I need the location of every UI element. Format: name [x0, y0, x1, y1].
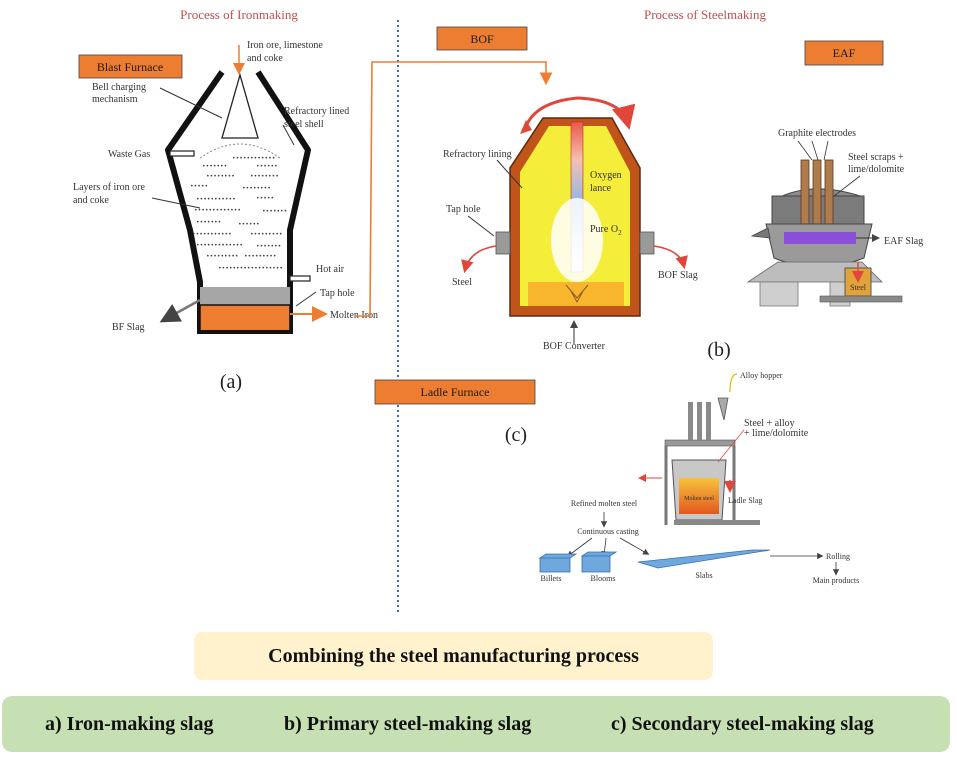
svg-text:•••••: ••••• — [256, 195, 274, 202]
bof-molten-bath — [528, 282, 624, 306]
ladle-alloy-label: Steel + alloy — [744, 418, 795, 429]
tag-eaf — [804, 40, 884, 66]
svg-text:••••••: •••••• — [256, 163, 278, 170]
bf-inputs-label-2: and coke — [247, 53, 283, 64]
bf-waste-gas-label: Waste Gas — [108, 149, 150, 160]
ladle-alloy-label-2: + lime/dolomite — [744, 428, 809, 439]
ladle-hopper-label: Alloy hopper — [740, 371, 783, 380]
svg-text:•••••••••: ••••••••• — [206, 253, 239, 260]
eaf-steel-label: Steel — [850, 283, 867, 292]
tag-eaf-label: EAF — [833, 46, 856, 60]
cast-billets-label: Billets — [541, 574, 562, 583]
bf-bell-label: Bell charging — [92, 82, 146, 93]
svg-text:•••••••••••: ••••••••••• — [196, 196, 236, 203]
bof-rotation-arrow — [522, 96, 636, 133]
bof-oxygen-label: Oxygen — [590, 170, 622, 181]
cast-billets — [538, 553, 578, 573]
ladle-furnace-diagram: Ladle Furnace (c) Alloy hopper Molten st… — [374, 371, 859, 585]
tag-blast-furnace — [78, 54, 183, 79]
svg-text:••••••: •••••• — [238, 221, 260, 228]
bf-ore-layers: •••••••••••• ••••••••••••• •••••••••••••… — [190, 155, 287, 272]
svg-text:•••••••••••: ••••••••••• — [192, 231, 232, 238]
svg-text:•••••••••••••: ••••••••••••• — [196, 242, 243, 249]
eaf-scrap-label: Steel scraps + — [848, 152, 904, 163]
bof-tap-hole-label: Tap hole — [446, 204, 481, 215]
bf-slag-label: BF Slag — [112, 322, 145, 333]
slag-type-c: c) Secondary steel-making slag — [611, 712, 874, 735]
cast-slabs-label: Slabs — [695, 571, 712, 580]
bf-shell-label-2: steel shell — [284, 119, 324, 130]
cast-slabs — [637, 549, 771, 569]
bof-lance-label: lance — [590, 183, 612, 194]
bf-bell — [221, 72, 259, 139]
bf-hot-air-label: Hot air — [316, 264, 345, 275]
slag-type-b: b) Primary steel-making slag — [284, 712, 532, 735]
cast-blooms-label: Blooms — [591, 574, 616, 583]
bf-to-bof-connector — [356, 61, 553, 317]
bf-molten-iron-label: Molten Iron — [330, 310, 378, 321]
ladle-casting-label: Continuous casting — [577, 527, 639, 536]
eaf-electrodes-label: Graphite electrodes — [778, 128, 856, 139]
svg-text:•••••••: ••••••• — [262, 208, 287, 215]
bof-oxygen-jet — [551, 198, 603, 282]
steelmaking-header: Process of Steelmaking — [644, 7, 767, 22]
bof-converter-label: BOF Converter — [543, 341, 606, 352]
svg-text:•••••••••••••: ••••••••••••• — [194, 207, 241, 214]
svg-text:••••••••••••: •••••••••••• — [232, 155, 275, 162]
ladle-refined-label: Refined molten steel — [571, 499, 638, 508]
svg-text:•••••: ••••• — [190, 183, 208, 190]
eaf-vessel — [765, 223, 873, 268]
svg-text:••••••••: •••••••• — [242, 185, 271, 192]
ladle-slag-label: Ladle Slag — [728, 496, 762, 505]
tag-ladle-furnace-label: Ladle Furnace — [421, 385, 490, 399]
caption-c: (c) — [505, 424, 527, 446]
slag-type-a: a) Iron-making slag — [45, 712, 214, 735]
svg-text:•••••••••: ••••••••• — [244, 253, 277, 260]
eaf-scrap-label-2: lime/dolomite — [848, 164, 905, 175]
blast-furnace-diagram: Blast Furnace Iron ore, limestone and co… — [73, 40, 378, 393]
bf-layers-label: Layers of iron ore — [73, 182, 145, 193]
bof-steel-label: Steel — [452, 277, 472, 288]
bof-diagram: BOF Refractory lining Oxygen lance Pure … — [436, 26, 698, 352]
eaf-slag-label: EAF Slag — [884, 236, 923, 247]
svg-text:••••••••: •••••••• — [206, 173, 235, 180]
tag-bof-label: BOF — [470, 32, 494, 46]
tag-bof — [436, 26, 528, 51]
bof-refractory-label: Refractory lining — [443, 149, 512, 160]
bf-shell-label: Refractory lined — [284, 106, 349, 117]
bf-dome — [199, 143, 281, 159]
svg-text:•••••••: ••••••• — [196, 219, 221, 226]
ladle-molten-steel — [679, 478, 719, 514]
eaf-melt — [784, 232, 856, 244]
bf-bell-label-2: mechanism — [92, 94, 138, 105]
svg-text:•••••••••: ••••••••• — [250, 231, 283, 238]
ladle-molten-label: Molten steel — [684, 496, 714, 502]
combined-process-banner: Combining the steel manufacturing proces… — [194, 632, 713, 680]
ironmaking-header: Process of Ironmaking — [180, 7, 298, 22]
tag-ladle-furnace — [374, 379, 536, 405]
cast-blooms — [580, 551, 618, 573]
svg-text:••••••••: •••••••• — [250, 173, 279, 180]
bf-waste-gas-pipe — [169, 150, 195, 157]
bf-inputs-label: Iron ore, limestone — [247, 40, 323, 51]
svg-text:•••••••: ••••••• — [202, 163, 227, 170]
eaf-diagram: EAF Graphite electrodes Steel Steel scra… — [746, 40, 923, 307]
bf-molten-iron — [199, 304, 291, 333]
svg-text:••••••••••••••••••: •••••••••••••••••• — [218, 265, 283, 272]
svg-text:•••••••: ••••••• — [256, 243, 281, 250]
cast-rolling-label: Rolling — [826, 552, 850, 561]
cast-products-label: Main products — [813, 576, 859, 585]
caption-b: (b) — [707, 339, 730, 361]
bof-slag-label: BOF Slag — [658, 270, 698, 281]
bf-tap-hole-label: Tap hole — [320, 288, 355, 299]
bof-pure-o2-label: Pure O2 — [590, 224, 622, 237]
bf-slag-layer — [200, 287, 290, 305]
bf-layers-label-2: and coke — [73, 195, 109, 206]
caption-a: (a) — [220, 371, 242, 393]
slag-types-bar: a) Iron-making slag b) Primary steel-mak… — [2, 696, 950, 752]
tag-blast-furnace-label: Blast Furnace — [97, 60, 163, 74]
